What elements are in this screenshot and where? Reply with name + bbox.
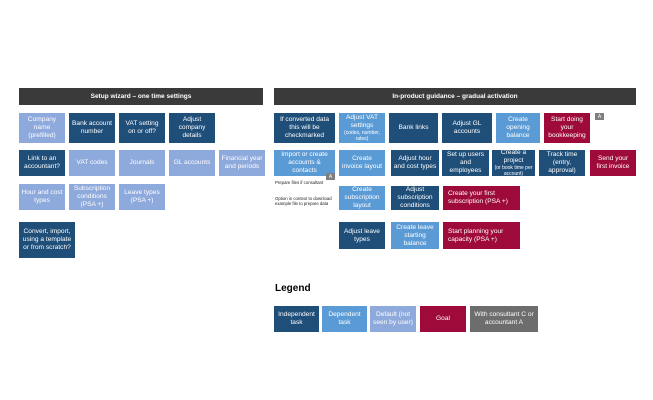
vat-codes-task: VAT codes <box>69 150 115 176</box>
accountant-marker-import: A <box>326 173 335 180</box>
create-first-subscription-goal: Create your first subscription (PSA +) <box>443 186 520 210</box>
start-planning-goal: Start planning your capacity (PSA +) <box>443 222 520 249</box>
subscription-conditions-task: Subscription conditions (PSA +) <box>69 184 115 210</box>
adjust-company-details-task: Adjust company details <box>169 113 215 143</box>
track-time-task: Track time (entry, approval) <box>539 150 585 176</box>
in-product-guidance-header: In-product guidance – gradual activation <box>274 88 636 105</box>
company-name-task: Company name (prefilled) <box>19 113 65 143</box>
create-subscription-layout-task: Create subscription layout <box>339 186 385 210</box>
accountant-marker-a: A <box>595 113 604 120</box>
legend-title: Legend <box>275 283 311 294</box>
adjust-vat-label: Adjust VAT settings <box>345 114 378 129</box>
link-accountant-task: Link to an accountant? <box>19 150 65 176</box>
hour-cost-types-task: Hour and cost types <box>19 184 65 210</box>
create-project-label: Create a project <box>500 149 527 164</box>
create-opening-balance-task: Create opening balance <box>496 113 540 143</box>
journals-task: Journals <box>119 150 165 176</box>
adjust-leave-types-task: Adjust leave types <box>339 222 385 249</box>
convert-import-task: Convert, import, using a template or fro… <box>19 222 75 258</box>
create-leave-balance-task: Create leave starting balance <box>391 222 439 249</box>
gl-accounts-task: GL accounts <box>169 150 215 176</box>
legend-default: Default (not seen by user) <box>370 306 416 332</box>
adjust-hour-cost-task: Adjust hour and cost types <box>391 150 439 176</box>
legend-independent: Independent task <box>274 306 319 332</box>
vat-setting-task: VAT setting on or off? <box>119 113 165 143</box>
adjust-vat-settings-task: Adjust VAT settings (codes, number, rate… <box>339 113 385 143</box>
adjust-subscription-conditions-task: Adjust subscription conditions <box>391 186 439 210</box>
bank-links-task: Bank links <box>389 113 438 143</box>
financial-year-task: Financial year and periods <box>219 150 265 176</box>
start-bookkeeping-goal: Start doing your bookkeeping <box>544 113 590 143</box>
converted-data-task: If converted data this will be checkmark… <box>274 113 335 143</box>
create-project-task: Create a project (or book time per accou… <box>492 149 535 177</box>
import-accounts-contacts-task: Import or create accounts & contacts <box>274 150 335 176</box>
bank-account-task: Bank account number <box>69 113 115 143</box>
create-project-sublabel: (or book time per account) <box>494 165 533 177</box>
legend-consultant: With consultant C or accountant A <box>470 306 538 332</box>
send-first-invoice-goal: Send your first invoice <box>590 150 636 176</box>
setup-users-employees-task: Set up users and employees <box>442 150 489 176</box>
legend-dependent: Dependent task <box>322 306 367 332</box>
setup-wizard-header: Setup wizard – one time settings <box>19 88 263 105</box>
leave-types-task: Leave types (PSA +) <box>119 184 165 210</box>
download-example-note: Option in context to download example fi… <box>275 196 332 207</box>
adjust-gl-accounts-task: Adjust GL accounts <box>442 113 492 143</box>
create-invoice-layout-task: Create invoice layout <box>339 150 385 176</box>
adjust-vat-sublabel: (codes, number, rates) <box>344 130 380 142</box>
prepare-files-note: Prepare files if consultant <box>275 180 324 185</box>
legend-goal: Goal <box>420 306 466 332</box>
